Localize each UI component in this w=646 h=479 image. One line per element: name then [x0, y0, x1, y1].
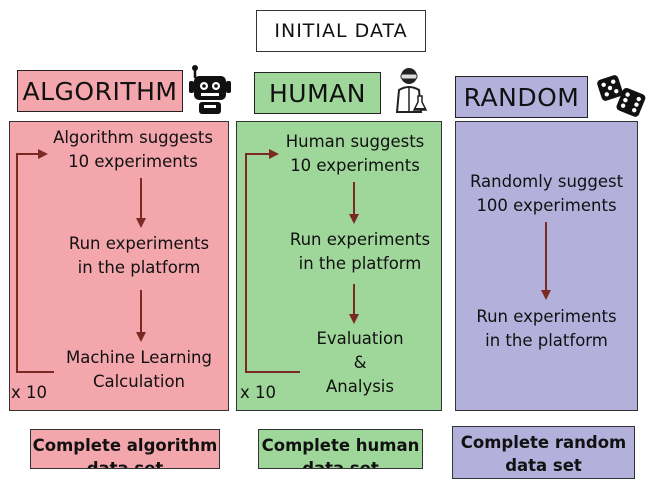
random-step-run-line2: in the platform [485, 331, 608, 350]
human-step-suggest: Human suggests 10 experiments [275, 130, 435, 178]
robot-icon [189, 65, 231, 114]
human-result-line1: Complete human [261, 436, 420, 455]
scientist-icon [395, 68, 428, 113]
human-step-run-line1: Run experiments [289, 230, 431, 249]
random-header-label: RANDOM [463, 82, 580, 112]
algorithm-step-ml-line2: Calculation [92, 372, 186, 391]
random-result-line1: Complete random [460, 433, 627, 452]
random-step-run-line1: Run experiments [476, 307, 617, 326]
human-result-line2: data set [302, 459, 379, 469]
human-step-evaluation-line1: Evaluation [316, 329, 404, 348]
random-step-suggest-line2: 100 experiments [476, 196, 617, 215]
algorithm-step-ml-line1: Machine Learning [66, 348, 212, 367]
algorithm-result-box: Complete algorithm data set [30, 429, 220, 469]
algorithm-result-line1: Complete algorithm [32, 436, 218, 455]
algorithm-loop-count: x 10 [11, 383, 48, 402]
dice-icon [597, 75, 646, 117]
algorithm-result-line2: data set [86, 459, 164, 469]
algorithm-header-label: ALGORITHM [22, 76, 178, 106]
random-result-line2: data set [505, 456, 582, 475]
human-header-label: HUMAN [269, 78, 366, 108]
algorithm-step-run: Run experiments in the platform [44, 232, 234, 280]
human-result-box: Complete human data set [258, 429, 423, 469]
algorithm-step-ml: Machine Learning Calculation [44, 346, 234, 394]
initial-data-label: INITIAL DATA [274, 20, 408, 42]
human-step-suggest-line1: Human suggests [285, 132, 425, 151]
human-loop-count: x 10 [240, 383, 277, 402]
initial-data-title: INITIAL DATA [256, 10, 426, 52]
human-step-evaluation-line3: Analysis [326, 377, 394, 396]
human-step-run-line2: in the platform [298, 254, 422, 273]
human-step-suggest-line2: 10 experiments [290, 156, 420, 175]
algorithm-step-run-line2: in the platform [77, 258, 201, 277]
algorithm-step-run-line1: Run experiments [68, 234, 210, 253]
algorithm-header: ALGORITHM [17, 70, 183, 112]
random-header: RANDOM [455, 76, 588, 118]
random-step-run: Run experiments in the platform [455, 305, 638, 353]
random-panel [455, 121, 638, 411]
human-step-evaluation: Evaluation & Analysis [285, 327, 435, 399]
algorithm-step-suggest-line2: 10 experiments [68, 152, 198, 171]
human-step-run: Run experiments in the platform [280, 228, 440, 276]
algorithm-step-suggest: Algorithm suggests 10 experiments [44, 126, 222, 174]
human-step-evaluation-line2: & [353, 353, 367, 372]
algorithm-step-suggest-line1: Algorithm suggests [53, 128, 213, 147]
random-step-suggest: Randomly suggest 100 experiments [455, 170, 638, 218]
random-step-suggest-line1: Randomly suggest [469, 172, 624, 191]
random-result-box: Complete random data set [452, 426, 635, 479]
human-header: HUMAN [254, 72, 381, 114]
